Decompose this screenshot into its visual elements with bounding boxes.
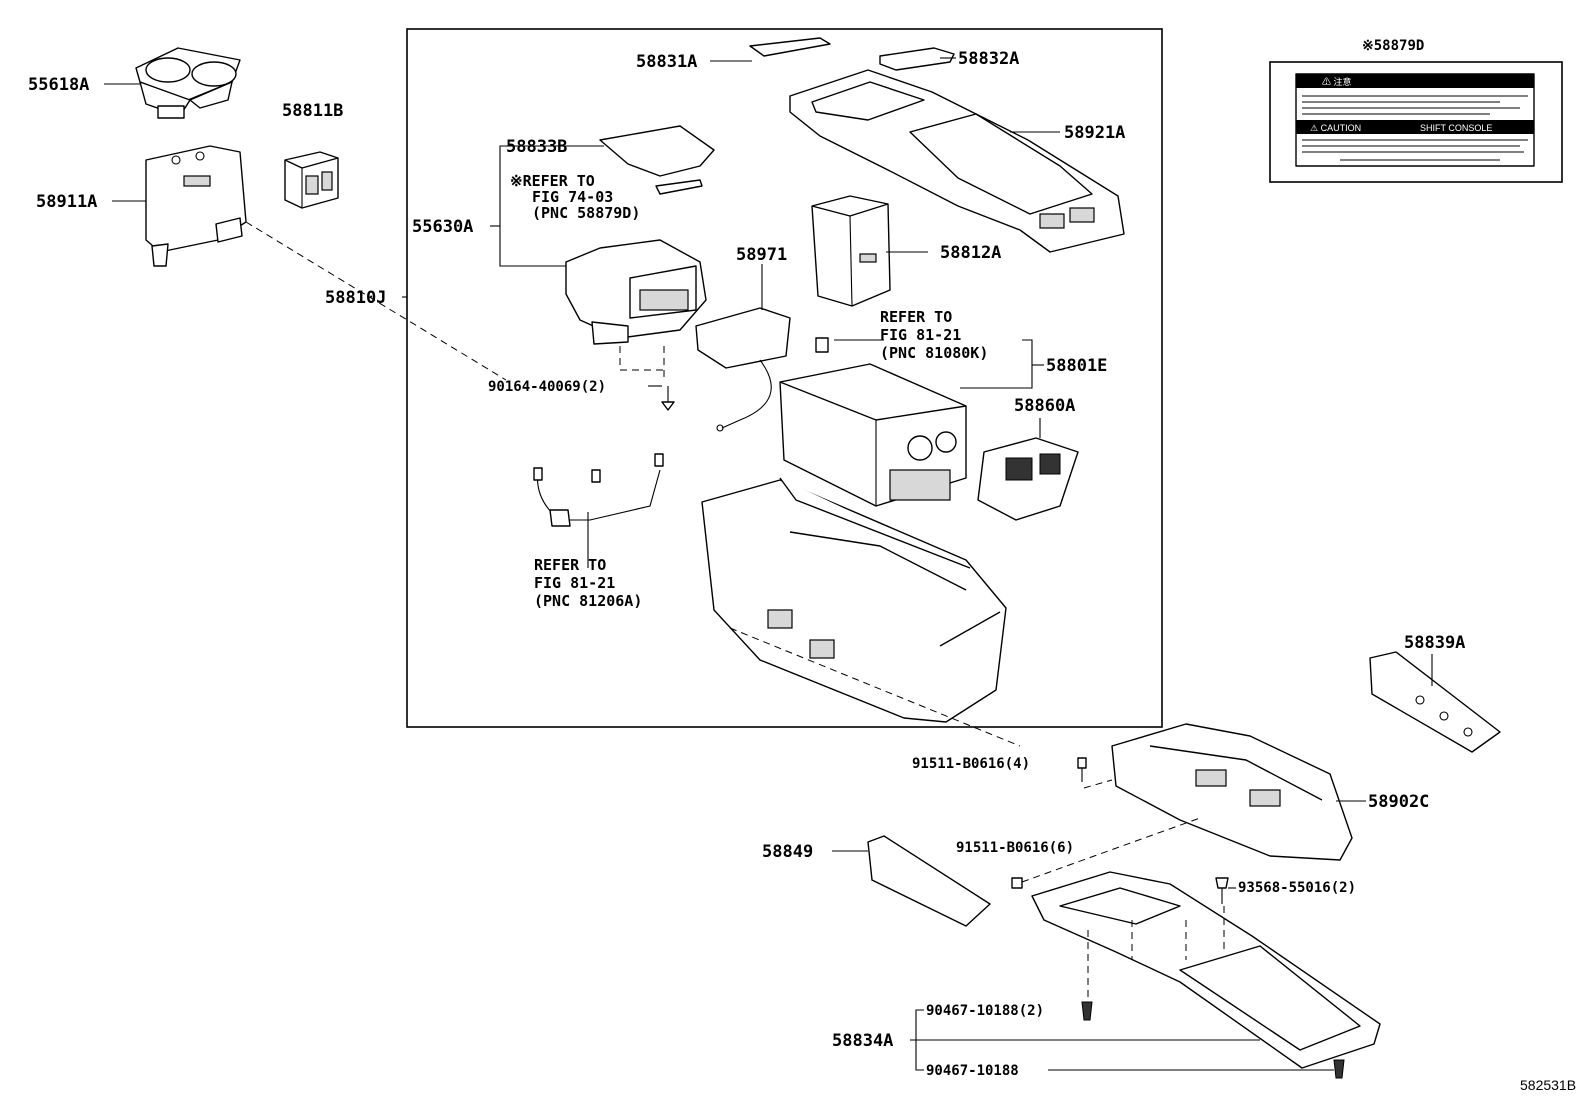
diagram-id: 582531B (1520, 1077, 1576, 1093)
label-58812A[interactable]: 58812A (940, 243, 1001, 263)
label-91511-B0616-6[interactable]: 91511-B0616(6) (956, 840, 1074, 856)
armrest-lid-illustration (599, 125, 715, 177)
screw-93568-illustration (1215, 877, 1229, 904)
ref3-line2: FIG 81-21 (534, 574, 615, 592)
label-93568-55016[interactable]: 93568-55016(2) (1238, 880, 1356, 896)
console-box-illustration (779, 337, 967, 507)
clip-90467-b-illustration (1333, 1059, 1345, 1079)
label-58921A[interactable]: 58921A (1064, 123, 1125, 143)
ref3-line1: REFER TO (534, 556, 606, 574)
label-58902C[interactable]: 58902C (1368, 792, 1429, 812)
side-panel-illustration (145, 145, 247, 267)
label-91511-B0616-4[interactable]: 91511-B0616(4) (912, 756, 1030, 772)
label-58911A[interactable]: 58911A (36, 192, 97, 212)
ref3-line3: (PNC 81206A) (534, 592, 642, 610)
latch-illustration (695, 307, 791, 432)
label-58849[interactable]: 58849 (762, 842, 813, 862)
ref1-line3: (PNC 58879D) (532, 204, 640, 222)
label-90467-10188-2[interactable]: 90467-10188(2) (926, 1003, 1044, 1019)
ref1-line2: FIG 74-03 (532, 188, 613, 206)
top-panel-illustration (789, 69, 1125, 253)
dashed-guides (245, 221, 1225, 1000)
lid-illustration (879, 47, 955, 71)
ref2-line2: FIG 81-21 (880, 326, 961, 344)
label-58971[interactable]: 58971 (736, 245, 787, 265)
label-55630A[interactable]: 55630A (412, 217, 473, 237)
leader-lines (104, 57, 1433, 1071)
label-58801E[interactable]: 58801E (1046, 356, 1107, 376)
label-90164-40069[interactable]: 90164-40069(2) (488, 379, 606, 395)
sticker-heading-left: ⚠ 注意 (1322, 76, 1352, 87)
label-58839A[interactable]: 58839A (1404, 633, 1465, 653)
label-90467-10188[interactable]: 90467-10188 (926, 1063, 1019, 1079)
label-58833B[interactable]: 58833B (506, 137, 567, 157)
wire-harness-illustration (533, 453, 664, 527)
trim-58849-illustration (867, 835, 991, 927)
frame-58902C-illustration (1111, 723, 1353, 861)
ref2-line1: REFER TO (880, 308, 952, 326)
label-58810J[interactable]: 58810J (325, 288, 386, 308)
bracket-58839A-illustration (1369, 651, 1501, 753)
bolt-91511-a-illustration (1077, 757, 1087, 782)
console-body-illustration (701, 477, 1007, 723)
small-lid-illustration (749, 37, 831, 57)
label-55618A[interactable]: 55618A (28, 75, 89, 95)
screw-90164-illustration (661, 386, 675, 411)
cup-insert-illustration (811, 195, 891, 307)
caution-sticker: ⚠ 注意 ⚠ CAUTION SHIFT CONSOLE (1269, 61, 1563, 183)
small-box-illustration (284, 151, 339, 209)
label-58811B[interactable]: 58811B (282, 101, 343, 121)
ref2-line3: (PNC 81080K) (880, 344, 988, 362)
label-58832A[interactable]: 58832A (958, 49, 1019, 69)
clip-90467-a-illustration (1081, 1001, 1093, 1021)
label-58860A[interactable]: 58860A (1014, 396, 1075, 416)
sticker-heading-mid: ⚠ CAUTION (1310, 123, 1361, 133)
vent-illustration (977, 437, 1079, 521)
lower-panel-illustration (1031, 871, 1381, 1069)
sticker-heading-right: SHIFT CONSOLE (1420, 123, 1492, 133)
label-58834A[interactable]: 58834A (832, 1031, 893, 1051)
bolt-91511-b-illustration (1011, 877, 1023, 889)
armrest-box-illustration (565, 239, 707, 345)
label-58831A[interactable]: 58831A (636, 52, 697, 72)
assembly-frame (406, 28, 1163, 728)
ref1-line1: ※REFER TO (510, 172, 595, 190)
note-label: ※58879D (1362, 38, 1424, 54)
cup-holder-illustration (135, 47, 241, 119)
